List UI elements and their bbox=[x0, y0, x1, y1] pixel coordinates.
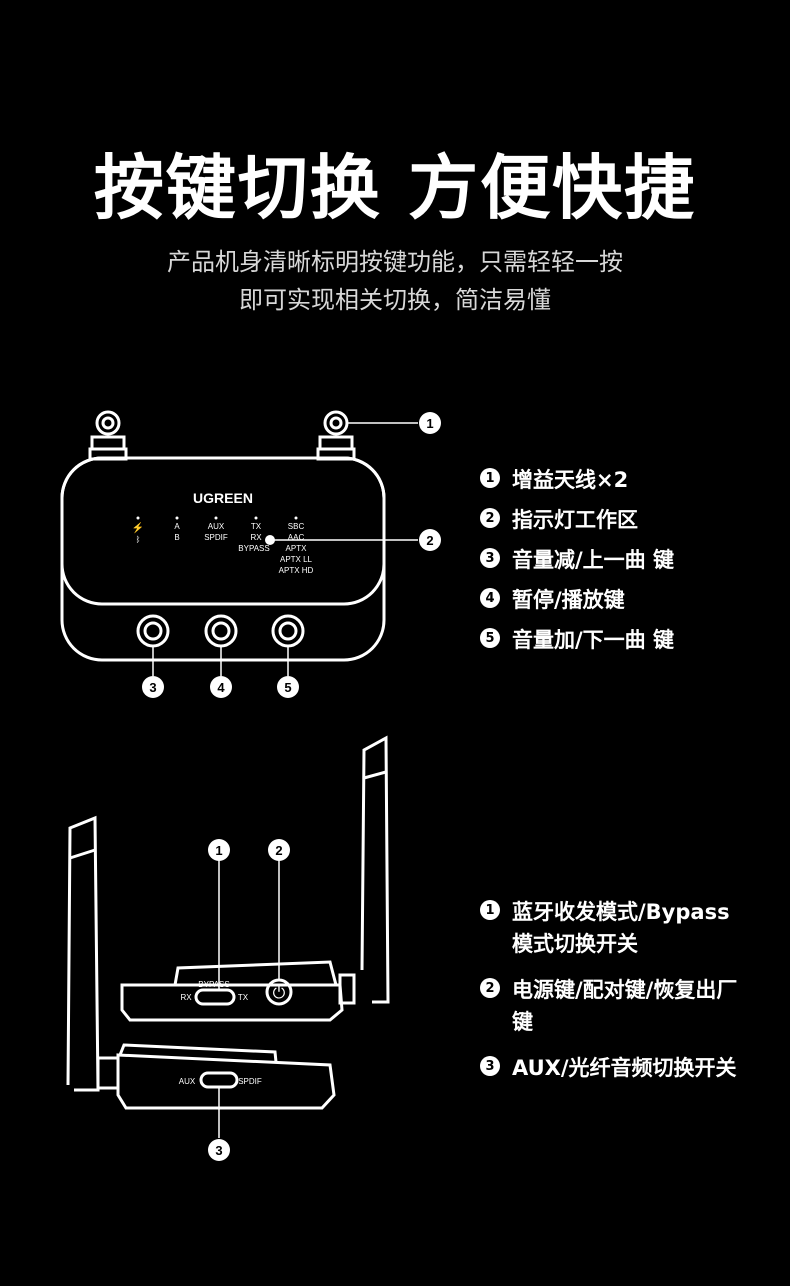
device-top-view bbox=[60, 410, 418, 676]
page-title: 按键切换 方便快捷 bbox=[93, 147, 697, 229]
indicator-label: BYPASS bbox=[238, 544, 269, 553]
marker: 5 bbox=[284, 680, 291, 695]
switch1-top-label: BYPASS bbox=[198, 980, 229, 989]
bluetooth-icon: ᛒ bbox=[136, 535, 141, 544]
indicator-labels: ⚡ᛒ AB AUX SPDIF TX RX BYPASS SBC AAC APTX APTX… bbox=[132, 516, 314, 575]
marker: 3 bbox=[149, 680, 156, 695]
indicator-label: SBC bbox=[288, 522, 305, 531]
indicator-label: A bbox=[174, 522, 180, 531]
switch1-left-label: RX bbox=[180, 993, 192, 1002]
indicator-label: TX bbox=[251, 522, 262, 531]
marker: 3 bbox=[215, 1143, 222, 1158]
marker: 1 bbox=[426, 416, 433, 431]
subtitle-line-1: 产品机身清晰标明按键功能，只需轻轻一按 bbox=[167, 248, 623, 276]
indicator-label: APTX bbox=[286, 544, 308, 553]
power-button-icon[interactable]: ⏻ bbox=[273, 985, 286, 1002]
subtitle-line-2: 即可实现相关切换，简洁易懂 bbox=[239, 286, 551, 314]
brand-logo: UGREEN bbox=[193, 490, 253, 506]
marker: 4 bbox=[217, 680, 225, 695]
device-side-view bbox=[66, 735, 390, 1138]
indicator-label: RX bbox=[250, 533, 262, 542]
indicator-label: AAC bbox=[288, 533, 305, 542]
power-icon: ⚡ bbox=[132, 521, 144, 534]
switch1-right-label: TX bbox=[238, 993, 249, 1002]
marker: 2 bbox=[275, 843, 282, 858]
switch2-left-label: AUX bbox=[179, 1077, 196, 1086]
indicator-label: SPDIF bbox=[204, 533, 228, 542]
indicator-label: APTX LL bbox=[280, 555, 313, 564]
marker: 1 bbox=[215, 843, 222, 858]
indicator-label: B bbox=[174, 533, 179, 542]
indicator-label: AUX bbox=[208, 522, 225, 531]
marker: 2 bbox=[426, 533, 433, 548]
switch2-right-label: SPDIF bbox=[238, 1077, 262, 1086]
indicator-label: APTX HD bbox=[279, 566, 314, 575]
